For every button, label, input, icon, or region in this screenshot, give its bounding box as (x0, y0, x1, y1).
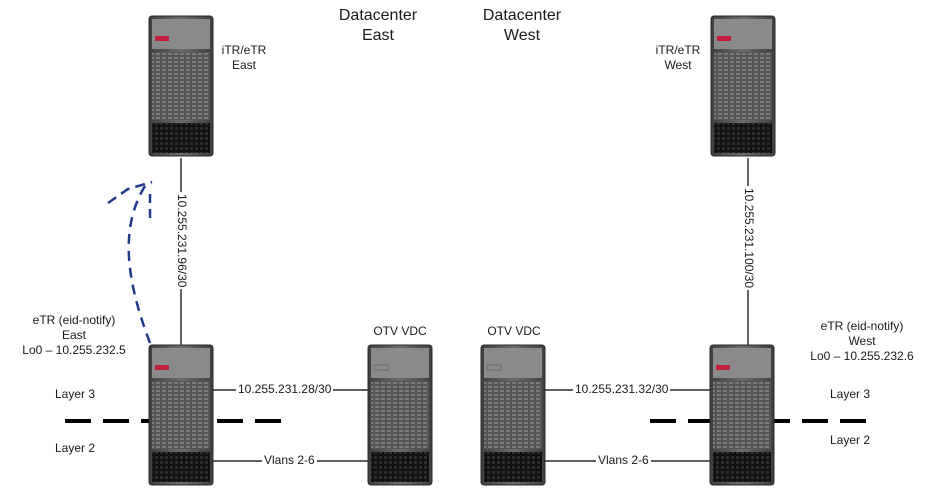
label-itr-east-line1: iTR/eTR (221, 43, 267, 57)
label-etr-east-line3: Lo0 – 10.255.232.5 (22, 343, 126, 357)
layer3-label-west: Layer 3 (830, 387, 871, 401)
label-etr-west-line1: eTR (eid-notify) (820, 319, 904, 333)
link-label-west-vertical: 10.255.231.100/30 (742, 186, 756, 291)
header-west-line2: West (503, 27, 541, 44)
label-etr-east-line2: East (61, 328, 86, 342)
label-itr-west: iTR/eTR West (648, 43, 708, 73)
router-itr-east (148, 15, 214, 157)
label-itr-west-line1: iTR/eTR (655, 43, 701, 57)
link-label-west-vlans: Vlans 2-6 (596, 453, 651, 468)
router-etr-west (709, 344, 775, 486)
header-east-line1: Datacenter (338, 7, 418, 24)
layer2-label-east: Layer 2 (55, 441, 96, 455)
label-etr-east-line1: eTR (eid-notify) (32, 313, 116, 327)
switch-otv-east (367, 344, 433, 486)
link-label-west-l3: 10.255.231.32/30 (573, 382, 671, 397)
layer2-label-west: Layer 2 (830, 433, 871, 447)
label-etr-west-line2: West (848, 334, 876, 348)
header-datacenter-west: Datacenter West (472, 6, 572, 46)
label-etr-west-line3: Lo0 – 10.255.232.6 (810, 349, 914, 363)
label-itr-east-line2: East (231, 58, 256, 72)
header-east-line2: East (361, 27, 394, 44)
label-etr-west: eTR (eid-notify) West Lo0 – 10.255.232.6 (795, 319, 929, 364)
layer3-label-east: Layer 3 (55, 387, 96, 401)
router-etr-east (148, 344, 214, 486)
label-otv-east: OTV VDC (373, 324, 427, 338)
eid-notify-arrowhead (107, 180, 153, 205)
link-label-east-vlans: Vlans 2-6 (262, 453, 317, 468)
eid-notify-arrow-curve (127, 185, 152, 344)
label-etr-east: eTR (eid-notify) East Lo0 – 10.255.232.5 (6, 313, 142, 358)
link-label-east-vertical: 10.255.231.96/30 (175, 192, 189, 290)
label-itr-west-line2: West (664, 58, 692, 72)
label-itr-east: iTR/eTR East (214, 43, 274, 73)
header-west-line1: Datacenter (482, 7, 562, 24)
header-datacenter-east: Datacenter East (328, 6, 428, 46)
label-otv-west: OTV VDC (487, 324, 541, 338)
router-itr-west (710, 15, 776, 157)
switch-otv-west (480, 344, 546, 486)
link-label-east-l3: 10.255.231.28/30 (236, 382, 334, 397)
